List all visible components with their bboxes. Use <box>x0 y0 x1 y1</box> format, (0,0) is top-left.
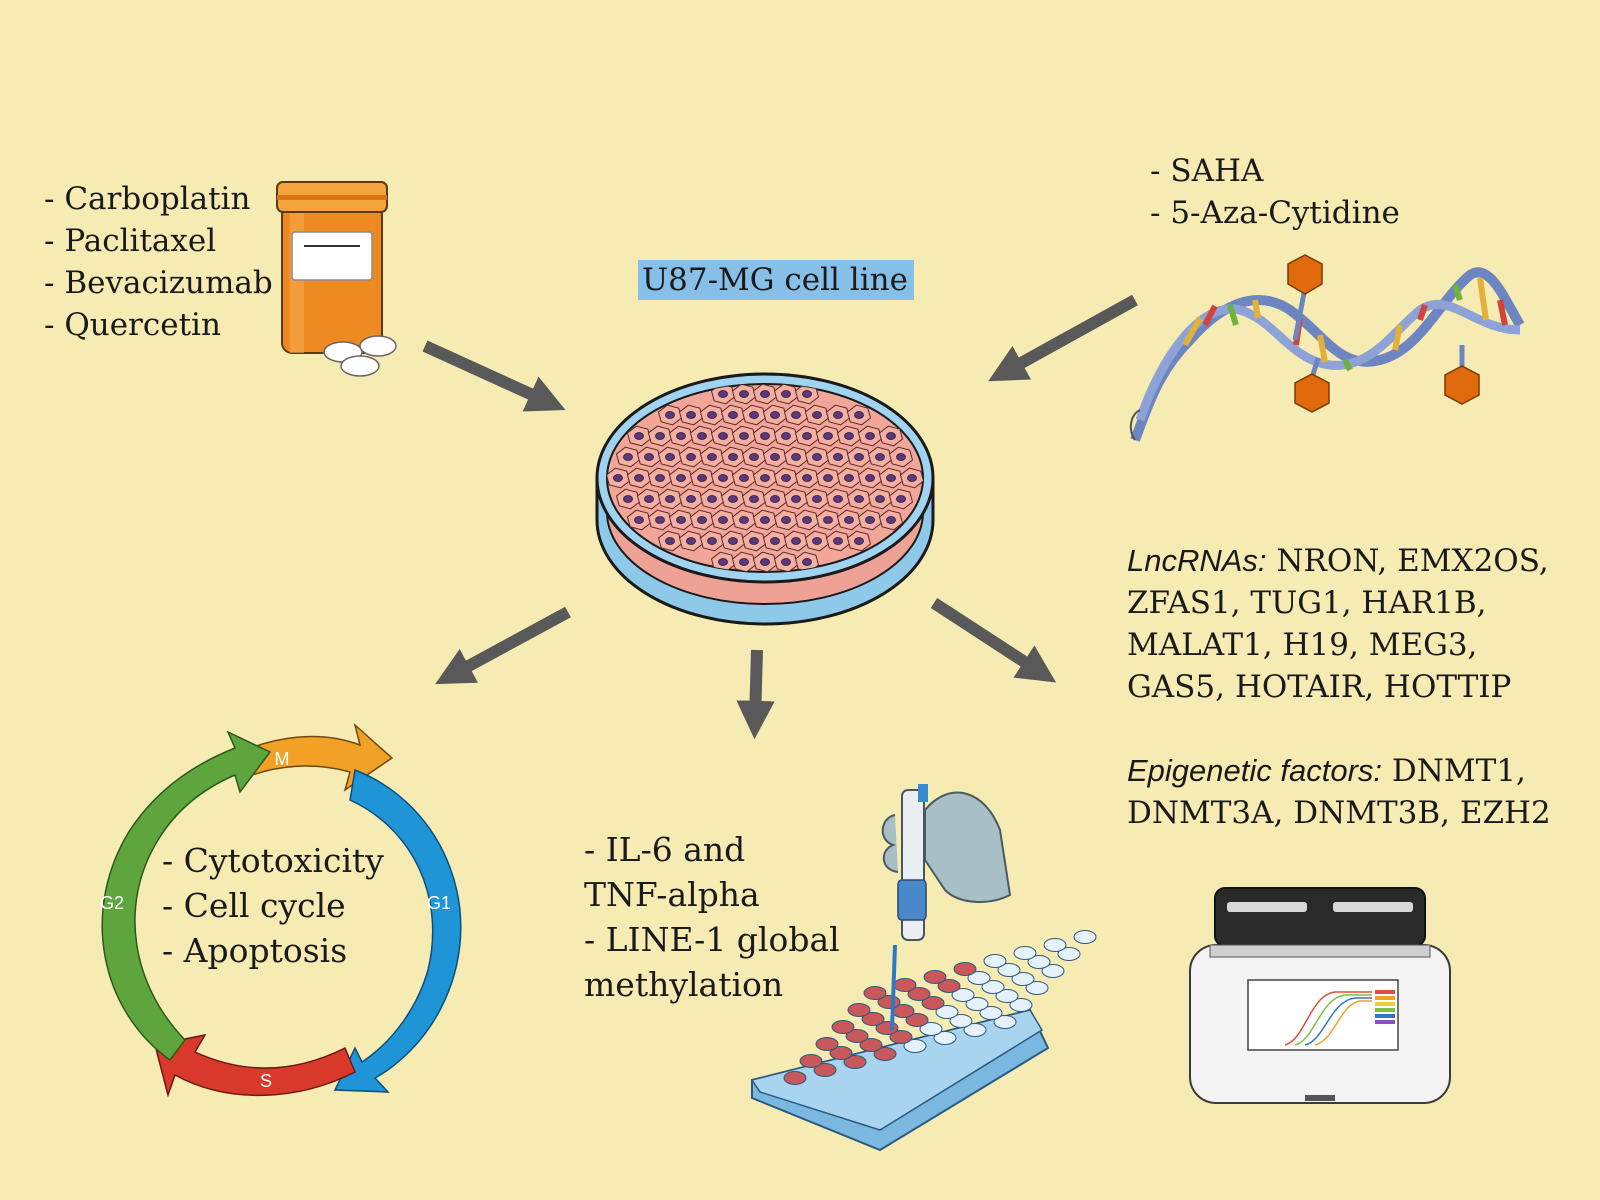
assay-list: - IL-6 and TNF-alpha - LINE-1 global met… <box>584 827 840 1007</box>
cell-line-label: U87-MG cell line <box>638 260 914 300</box>
pill-bottle-icon <box>276 181 397 377</box>
cell-cycle-diagram: M G1 S G2 <box>100 722 462 1098</box>
chemo-drug-list: - Carboplatin - Paclitaxel - Bevacizumab… <box>44 178 273 346</box>
phase-label-m: M <box>275 749 290 769</box>
phase-label-g2: G2 <box>100 893 124 913</box>
lncrna-line: GAS5, HOTAIR, HOTTIP <box>1127 669 1512 705</box>
lncrna-list: LncRNAs: NRON, EMX2OS, ZFAS1, TUG1, HAR1… <box>1127 540 1549 708</box>
drug-item: - Bevacizumab <box>44 265 273 301</box>
arrow-cells-to-assays <box>736 649 775 740</box>
assay-line: - IL-6 and <box>584 830 746 869</box>
outcome-item: - Apoptosis <box>162 931 348 970</box>
epigenetic-line: DNMT3A, DNMT3B, EZH2 <box>1127 795 1551 831</box>
phase-label-g1: G1 <box>427 893 451 913</box>
qpcr-machine-icon <box>1189 887 1451 1104</box>
lncrna-line: MALAT1, H19, MEG3, <box>1127 627 1478 663</box>
drug-item: - Carboplatin <box>44 181 251 217</box>
lncrna-line: ZFAS1, TUG1, HAR1B, <box>1127 585 1487 621</box>
petri-dish-icon <box>595 372 935 626</box>
lncrna-heading: LncRNAs: <box>1127 543 1267 578</box>
phase-arc-g1 <box>333 768 462 1093</box>
phase-arc-s <box>154 1033 356 1098</box>
arrow-cells-to-expression <box>930 597 1057 683</box>
epigenetic-drug-list: - SAHA - 5-Aza-Cytidine <box>1150 150 1400 234</box>
drug-item: - 5-Aza-Cytidine <box>1150 195 1400 231</box>
cell-cycle-outcomes: - Cytotoxicity - Cell cycle - Apoptosis <box>162 838 384 973</box>
arrow-drugs-to-cells <box>422 340 566 412</box>
outcome-item: - Cytotoxicity <box>162 841 384 880</box>
drug-item: - SAHA <box>1150 153 1264 189</box>
pipette-well-plate-icon <box>750 784 1097 1152</box>
dna-helix-icon <box>1129 254 1525 442</box>
epigenetic-line: DNMT1, <box>1382 753 1526 789</box>
outcome-item: - Cell cycle <box>162 886 346 925</box>
assay-line: methylation <box>584 965 784 1004</box>
arrow-cells-to-cycle <box>435 606 571 685</box>
lncrna-line: NRON, EMX2OS, <box>1266 543 1549 579</box>
phase-label-s: S <box>260 1071 272 1091</box>
drug-item: - Paclitaxel <box>44 223 217 259</box>
drug-item: - Quercetin <box>44 307 221 343</box>
phase-arc-g2 <box>101 730 272 1062</box>
epigenetic-factor-list: Epigenetic factors: DNMT1, DNMT3A, DNMT3… <box>1127 750 1551 834</box>
phase-arc-m <box>223 722 394 792</box>
epigenetic-heading: Epigenetic factors: <box>1127 753 1383 788</box>
assay-line: TNF-alpha <box>584 875 760 914</box>
assay-line: - LINE-1 global <box>584 920 840 959</box>
arrow-epidrugs-to-cells <box>988 294 1138 382</box>
